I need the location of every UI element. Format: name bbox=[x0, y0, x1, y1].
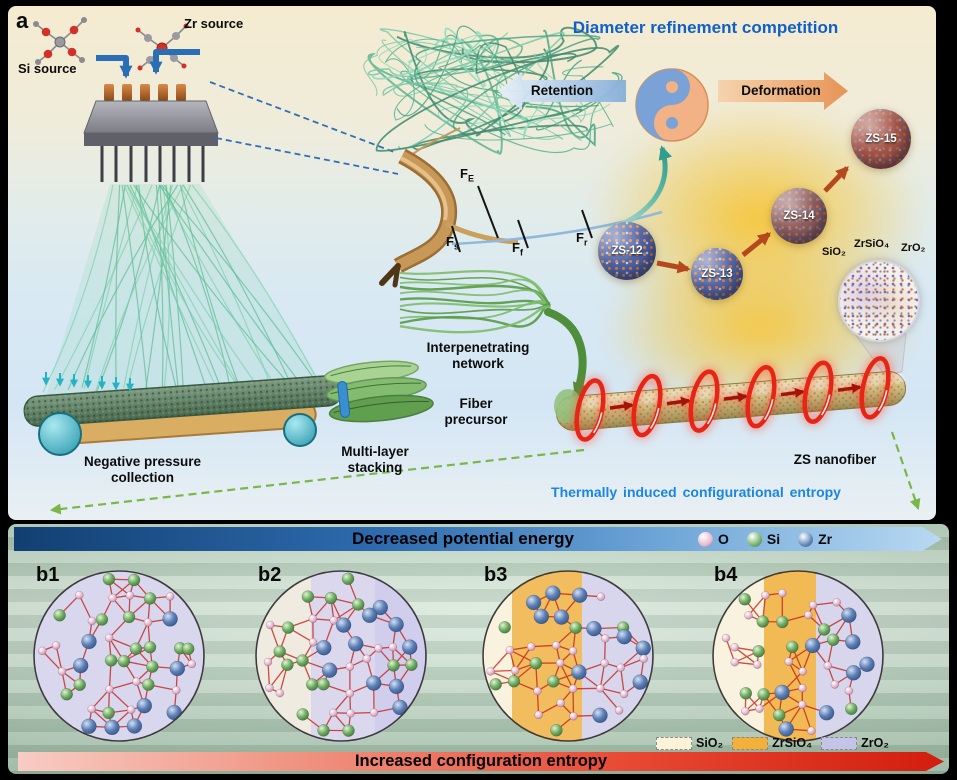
multilayer-stacking-label: Multi-layer stacking bbox=[341, 444, 409, 476]
negative-pressure-label: Negative pressure collection bbox=[83, 454, 202, 486]
zro2-swatch bbox=[821, 736, 858, 750]
legend-silicon: Si bbox=[746, 531, 780, 547]
retention-arrow bbox=[498, 72, 626, 110]
force-balance-line bbox=[451, 210, 663, 246]
zs-12-sphere: ZS-12 bbox=[598, 222, 656, 280]
structure-panel-b1 bbox=[31, 568, 207, 744]
panel-label-a: a bbox=[16, 8, 29, 33]
legend-zrsio4: ZrSiO₄ bbox=[732, 736, 812, 750]
increased-entropy-arrow: Increased configuration entropy bbox=[18, 752, 944, 771]
si-feed-arrow bbox=[96, 55, 133, 79]
zs-12-label: ZS-12 bbox=[611, 245, 643, 257]
zr-feed-arrow bbox=[149, 49, 200, 75]
panel-a-process-scheme: a Si source Zr source Diameter refinemen… bbox=[8, 6, 936, 520]
force-label-fs: Fs bbox=[446, 234, 459, 252]
force-label-ff: Ff bbox=[512, 240, 523, 258]
interpenetrating-network-bundle bbox=[399, 269, 552, 334]
silicon-atom-icon bbox=[746, 531, 762, 547]
decreased-energy-arrow: Decreased potential energy bbox=[14, 527, 942, 551]
roller-right bbox=[283, 413, 317, 447]
crystal-phase-inset bbox=[838, 260, 920, 342]
force-label-fr: Fr bbox=[576, 230, 588, 248]
fiber-cloud bbox=[363, 25, 623, 155]
force-label-fe: FE bbox=[460, 166, 474, 184]
zs-14-sphere: ZS-14 bbox=[771, 188, 827, 244]
oxygen-atom-icon bbox=[698, 531, 713, 547]
zs-14-label: ZS-14 bbox=[783, 210, 815, 222]
legend-oxygen: O bbox=[698, 531, 729, 547]
heating-coil-spiral bbox=[574, 356, 891, 442]
legend-zro2: ZrO₂ bbox=[821, 736, 889, 750]
spinneret bbox=[83, 84, 219, 182]
panel-b-structure-evolution: Decreased potential energy O Si Zr b1 b2… bbox=[8, 524, 949, 774]
si-source-molecule-icon bbox=[33, 17, 87, 65]
interpenetrating-network-label: Interpenetrating network bbox=[426, 340, 530, 372]
atom-legend: O Si Zr bbox=[698, 531, 832, 547]
zs-nanofiber-illustration bbox=[554, 371, 907, 431]
deformation-label: Deformation bbox=[741, 83, 821, 98]
zs-evolution-arrows bbox=[656, 166, 849, 274]
structure-panel-b4 bbox=[710, 568, 886, 744]
thermal-entropy-caption: Thermally induced configurational entrop… bbox=[551, 484, 841, 500]
subpanel-label-b2: b2 bbox=[258, 564, 282, 586]
increased-entropy-label: Increased configuration entropy bbox=[354, 752, 608, 770]
suction-arrows bbox=[42, 372, 134, 392]
zrsio4-swatch bbox=[732, 736, 769, 750]
structure-panel-b2 bbox=[253, 568, 429, 744]
zirconium-atom-icon bbox=[798, 531, 814, 547]
si-source-label: Si source bbox=[18, 61, 77, 76]
deformation-arrow bbox=[718, 72, 848, 110]
subpanel-label-b1: b1 bbox=[36, 564, 60, 586]
force-ticks bbox=[451, 185, 593, 253]
legend-sio2: SiO₂ bbox=[656, 736, 723, 750]
inset-zro2-label: ZrO₂ bbox=[901, 242, 926, 254]
process-illustration bbox=[23, 17, 921, 515]
subpanel-label-b3: b3 bbox=[484, 564, 508, 586]
sio2-swatch bbox=[656, 736, 692, 750]
decreased-energy-label: Decreased potential energy bbox=[351, 529, 575, 548]
zs-13-sphere: ZS-13 bbox=[691, 248, 743, 300]
structure-panel-b3 bbox=[480, 568, 656, 744]
inset-sio2-label: SiO₂ bbox=[822, 246, 846, 258]
retention-label: Retention bbox=[530, 83, 594, 98]
conveyor-collector bbox=[23, 375, 343, 456]
diameter-refinement-title: Diameter refinement competition bbox=[572, 18, 839, 37]
roller-left bbox=[38, 412, 82, 456]
competition-arrow bbox=[607, 145, 673, 233]
zs-13-label: ZS-13 bbox=[701, 268, 733, 280]
multilayer-stack bbox=[323, 360, 434, 423]
zr-source-label: Zr source bbox=[184, 16, 244, 31]
yin-yang-icon bbox=[635, 68, 709, 142]
legend-zirconium: Zr bbox=[798, 531, 832, 547]
inset-zrsio4-label: ZrSiO₄ bbox=[854, 238, 890, 250]
precursor-to-fiber-arrow bbox=[544, 308, 588, 400]
zr-source-molecule-icon bbox=[135, 23, 189, 71]
electrospinning-jets bbox=[42, 184, 328, 398]
zs-nanofiber-label: ZS nanofiber bbox=[793, 452, 877, 467]
phase-legend: SiO₂ ZrSiO₄ ZrO₂ bbox=[656, 736, 889, 750]
zoom-to-panel-b-connectors bbox=[49, 431, 921, 515]
fiber-precursor-label: Fiber precursor bbox=[444, 396, 508, 428]
zs-15-sphere: ZS-15 bbox=[851, 109, 911, 169]
zs-15-label: ZS-15 bbox=[865, 133, 897, 145]
fiber-ribbon bbox=[379, 148, 519, 288]
subpanel-label-b4: b4 bbox=[714, 564, 738, 586]
zoom-guides bbox=[209, 81, 399, 175]
